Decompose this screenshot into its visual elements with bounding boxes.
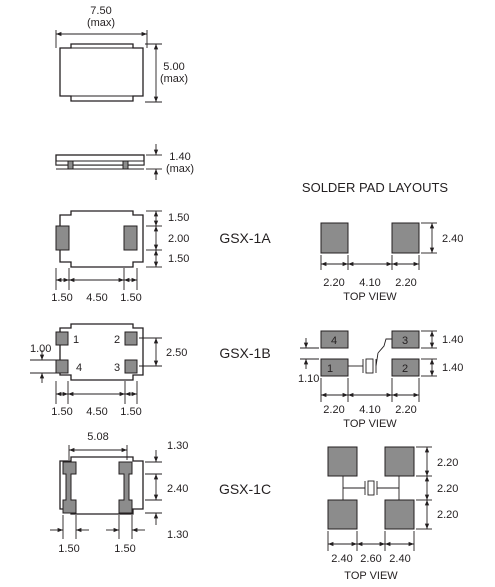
gsx-1c-top-view: TOP VIEW (344, 570, 398, 582)
gsx-1c-pkg-top: 5.08 (87, 431, 108, 443)
gsx-1a-package (59, 210, 144, 268)
gsx-1b-pad-pin-1: 1 (327, 363, 333, 375)
package-outline (59, 43, 144, 102)
gsx-1b-section: 1 2 4 3 1.00 2.50 1.50 4.50 1.50 GSX-1B … (30, 323, 463, 430)
solder-pad-title: SOLDER PAD LAYOUTS (302, 180, 448, 195)
thickness-note: (max) (166, 163, 194, 175)
gsx-1b-pkg-pin-3: 3 (114, 362, 120, 374)
height-value: 5.00 (163, 61, 184, 73)
gsx-1b-pad-pin-3: 3 (402, 335, 408, 347)
gsx-1b-pad-left-dim: 1.10 (298, 373, 319, 385)
gsx-1b-pkg-h3: 1.50 (120, 406, 141, 418)
gsx-1b-pkg-h2: 4.50 (86, 406, 107, 418)
gsx-1a-solder-pad-left (320, 222, 349, 254)
gsx-1c-label: GSX-1C (219, 481, 271, 497)
thickness-value: 1.40 (169, 151, 190, 163)
gsx-1c-pkg-v2: 2.40 (167, 483, 188, 495)
gsx-1b-solder-pad-4 (320, 330, 349, 349)
gsx-1b-pkg-pin-1: 1 (73, 334, 79, 346)
gsx-1a-section: 1.50 2.00 1.50 1.50 4.50 1.50 GSX-1A 2.4… (51, 210, 463, 304)
gsx-1a-pad-h3: 2.20 (395, 277, 416, 289)
gsx-1c-pkg-pad-left (62, 461, 77, 514)
gsx-1c-pad-v2: 2.20 (437, 483, 458, 495)
gsx-1b-package (59, 323, 144, 381)
gsx-1c-pkg-h2: 1.50 (114, 543, 135, 555)
gsx-1c-crystal-symbol (342, 476, 400, 500)
gsx-1c-solder-pad-br (384, 499, 415, 530)
height-note: (max) (160, 73, 188, 85)
gsx-1b-pad-pin-4: 4 (331, 335, 337, 347)
gsx-1b-pad-h2: 4.10 (359, 404, 380, 416)
gsx-1b-label: GSX-1B (219, 345, 270, 361)
gsx-1b-pkg-pin-4: 4 (76, 362, 82, 374)
gsx-1a-label: GSX-1A (219, 230, 271, 246)
gsx-1b-solder-pad-3 (391, 330, 420, 349)
gsx-1b-pad-pin-2: 2 (402, 363, 408, 375)
gsx-1b-pad-v1: 1.40 (442, 334, 463, 346)
gsx-1b-solder-pad-1 (320, 358, 349, 377)
gsx-1b-crystal-symbol (348, 338, 392, 374)
gsx-1c-pkg-h1: 1.50 (58, 543, 79, 555)
width-value: 7.50 (90, 5, 111, 17)
gsx-1c-pad-h1: 2.40 (331, 553, 352, 565)
package-side-view: 1.40 (max) (55, 144, 194, 180)
gsx-1a-pkg-h2: 4.50 (86, 292, 107, 304)
gsx-1b-pad-h3: 2.20 (395, 404, 416, 416)
gsx-1c-pad-v1: 2.20 (437, 457, 458, 469)
gsx-1b-pkg-pad-2 (124, 331, 138, 346)
gsx-1c-pkg-pad-right (118, 461, 133, 514)
gsx-1c-pad-h3: 2.40 (389, 553, 410, 565)
gsx-1b-pkg-pad-3 (124, 359, 138, 374)
gsx-1c-solder-pad-tr (384, 446, 415, 477)
gsx-1b-pkg-pad-1 (55, 331, 69, 346)
gsx-1c-pkg-v1: 1.30 (167, 440, 188, 452)
gsx-1c-pad-h2: 2.60 (360, 553, 381, 565)
gsx-1b-pkg-pin-2: 2 (114, 334, 120, 346)
gsx-1b-top-view: TOP VIEW (343, 418, 397, 430)
gsx-1a-top-view: TOP VIEW (343, 291, 397, 303)
gsx-1a-solder-pad-right (391, 222, 420, 254)
gsx-1a-pkg-v2: 2.00 (168, 233, 189, 245)
gsx-1a-pkg-pad-right (123, 225, 138, 251)
gsx-1b-pkg-right-dim: 2.50 (166, 347, 187, 359)
gsx-1a-pad-v: 2.40 (442, 233, 463, 245)
gsx-1c-solder-pad-bl (327, 499, 358, 530)
gsx-1c-section: 5.08 1.30 2.40 1.30 1.50 1.50 GSX-1C (50, 431, 458, 582)
gsx-1a-pkg-v1: 1.50 (168, 212, 189, 224)
gsx-1c-pkg-v3: 1.30 (167, 529, 188, 541)
gsx-1a-pkg-h1: 1.50 (51, 292, 72, 304)
gsx-1a-pkg-v3: 1.50 (168, 253, 189, 265)
width-note: (max) (87, 17, 115, 29)
gsx-1a-pad-h1: 2.20 (323, 277, 344, 289)
gsx-1b-solder-pad-2 (391, 358, 420, 377)
gsx-1b-pad-h1: 2.20 (323, 404, 344, 416)
package-top-view: 7.50 (max) 5.00 (max) (55, 5, 188, 103)
gsx-1a-pad-h2: 4.10 (359, 277, 380, 289)
gsx-1b-pkg-left-dim: 1.00 (30, 343, 51, 355)
gsx-1c-pad-v3: 2.20 (437, 509, 458, 521)
gsx-1b-pad-v2: 1.40 (442, 362, 463, 374)
gsx-1a-pkg-pad-left (55, 225, 70, 251)
gsx-1c-solder-pad-tl (327, 446, 358, 477)
gsx-1b-pkg-h1: 1.50 (51, 406, 72, 418)
gsx-1a-pkg-h3: 1.50 (120, 292, 141, 304)
gsx-1b-pkg-pad-4 (55, 359, 69, 374)
